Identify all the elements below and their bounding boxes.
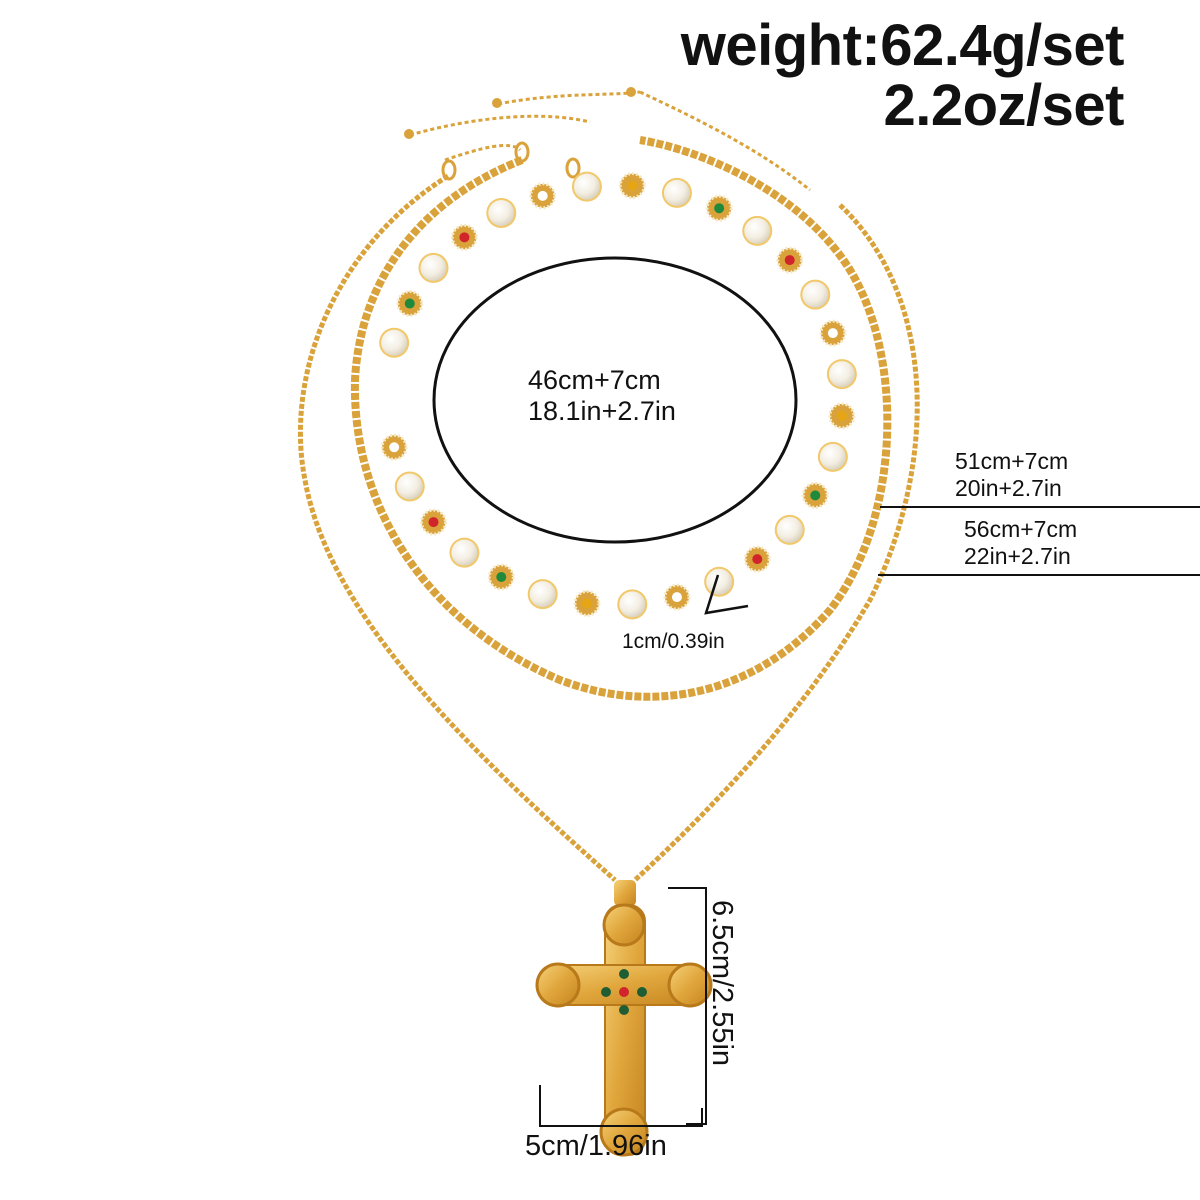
pearl bbox=[802, 281, 829, 308]
pearl bbox=[663, 179, 690, 206]
pearl bbox=[776, 516, 803, 543]
gem bbox=[389, 442, 400, 453]
gem bbox=[428, 517, 439, 528]
clasps bbox=[404, 87, 636, 181]
choker-length-cm: 46cm+7cm bbox=[528, 365, 661, 395]
pearl bbox=[744, 217, 771, 244]
choker-length-label: 46cm+7cm 18.1in+2.7in bbox=[528, 365, 676, 427]
pearl bbox=[488, 199, 515, 226]
gem bbox=[671, 592, 682, 603]
bead-size-label: 1cm/0.39in bbox=[622, 630, 725, 653]
gem bbox=[496, 572, 507, 583]
middle-chain-length-in: 20in+2.7in bbox=[955, 475, 1062, 501]
gem bbox=[581, 598, 592, 609]
cross-gems bbox=[601, 969, 647, 1015]
pearl bbox=[420, 254, 447, 281]
pendant-height-label: 6.5cm/2.55in bbox=[706, 900, 738, 1067]
pearl-choker bbox=[379, 171, 857, 620]
gem bbox=[459, 232, 470, 243]
pendant-width-label: 5cm/1.96in bbox=[525, 1130, 667, 1162]
pendant-chain-length-label: 56cm+7cm 22in+2.7in bbox=[964, 516, 1077, 570]
choker-length-in: 18.1in+2.7in bbox=[528, 396, 676, 426]
extension-chains bbox=[409, 90, 811, 192]
middle-chain bbox=[350, 136, 892, 701]
pearl bbox=[706, 568, 733, 595]
pearl bbox=[381, 329, 408, 356]
gem bbox=[836, 410, 847, 421]
pendant-chain-length-cm: 56cm+7cm bbox=[964, 516, 1078, 542]
weight-metric-label: weight:62.4g/set bbox=[680, 13, 1125, 78]
gem bbox=[714, 203, 725, 214]
middle-chain-length-label: 51cm+7cm 20in+2.7in bbox=[955, 448, 1068, 502]
pearl bbox=[573, 173, 600, 200]
gem bbox=[827, 328, 838, 339]
pearl bbox=[828, 361, 855, 388]
gem bbox=[784, 255, 795, 266]
cross-pendant bbox=[535, 880, 713, 1157]
pearl bbox=[529, 581, 556, 608]
gem bbox=[627, 180, 638, 191]
gem bbox=[404, 298, 415, 309]
pendant-chain bbox=[297, 173, 920, 882]
pearl bbox=[819, 443, 846, 470]
pearl bbox=[619, 591, 646, 618]
gem bbox=[810, 490, 821, 501]
middle-chain-length-cm: 51cm+7cm bbox=[955, 448, 1069, 474]
pearl bbox=[396, 473, 423, 500]
pearl bbox=[451, 539, 478, 566]
measurement-lines bbox=[432, 256, 1200, 1127]
gem bbox=[537, 190, 548, 201]
pendant-chain-length-in: 22in+2.7in bbox=[964, 543, 1071, 569]
weight-imperial-label: 2.2oz/set bbox=[883, 73, 1125, 138]
gem bbox=[752, 554, 763, 565]
